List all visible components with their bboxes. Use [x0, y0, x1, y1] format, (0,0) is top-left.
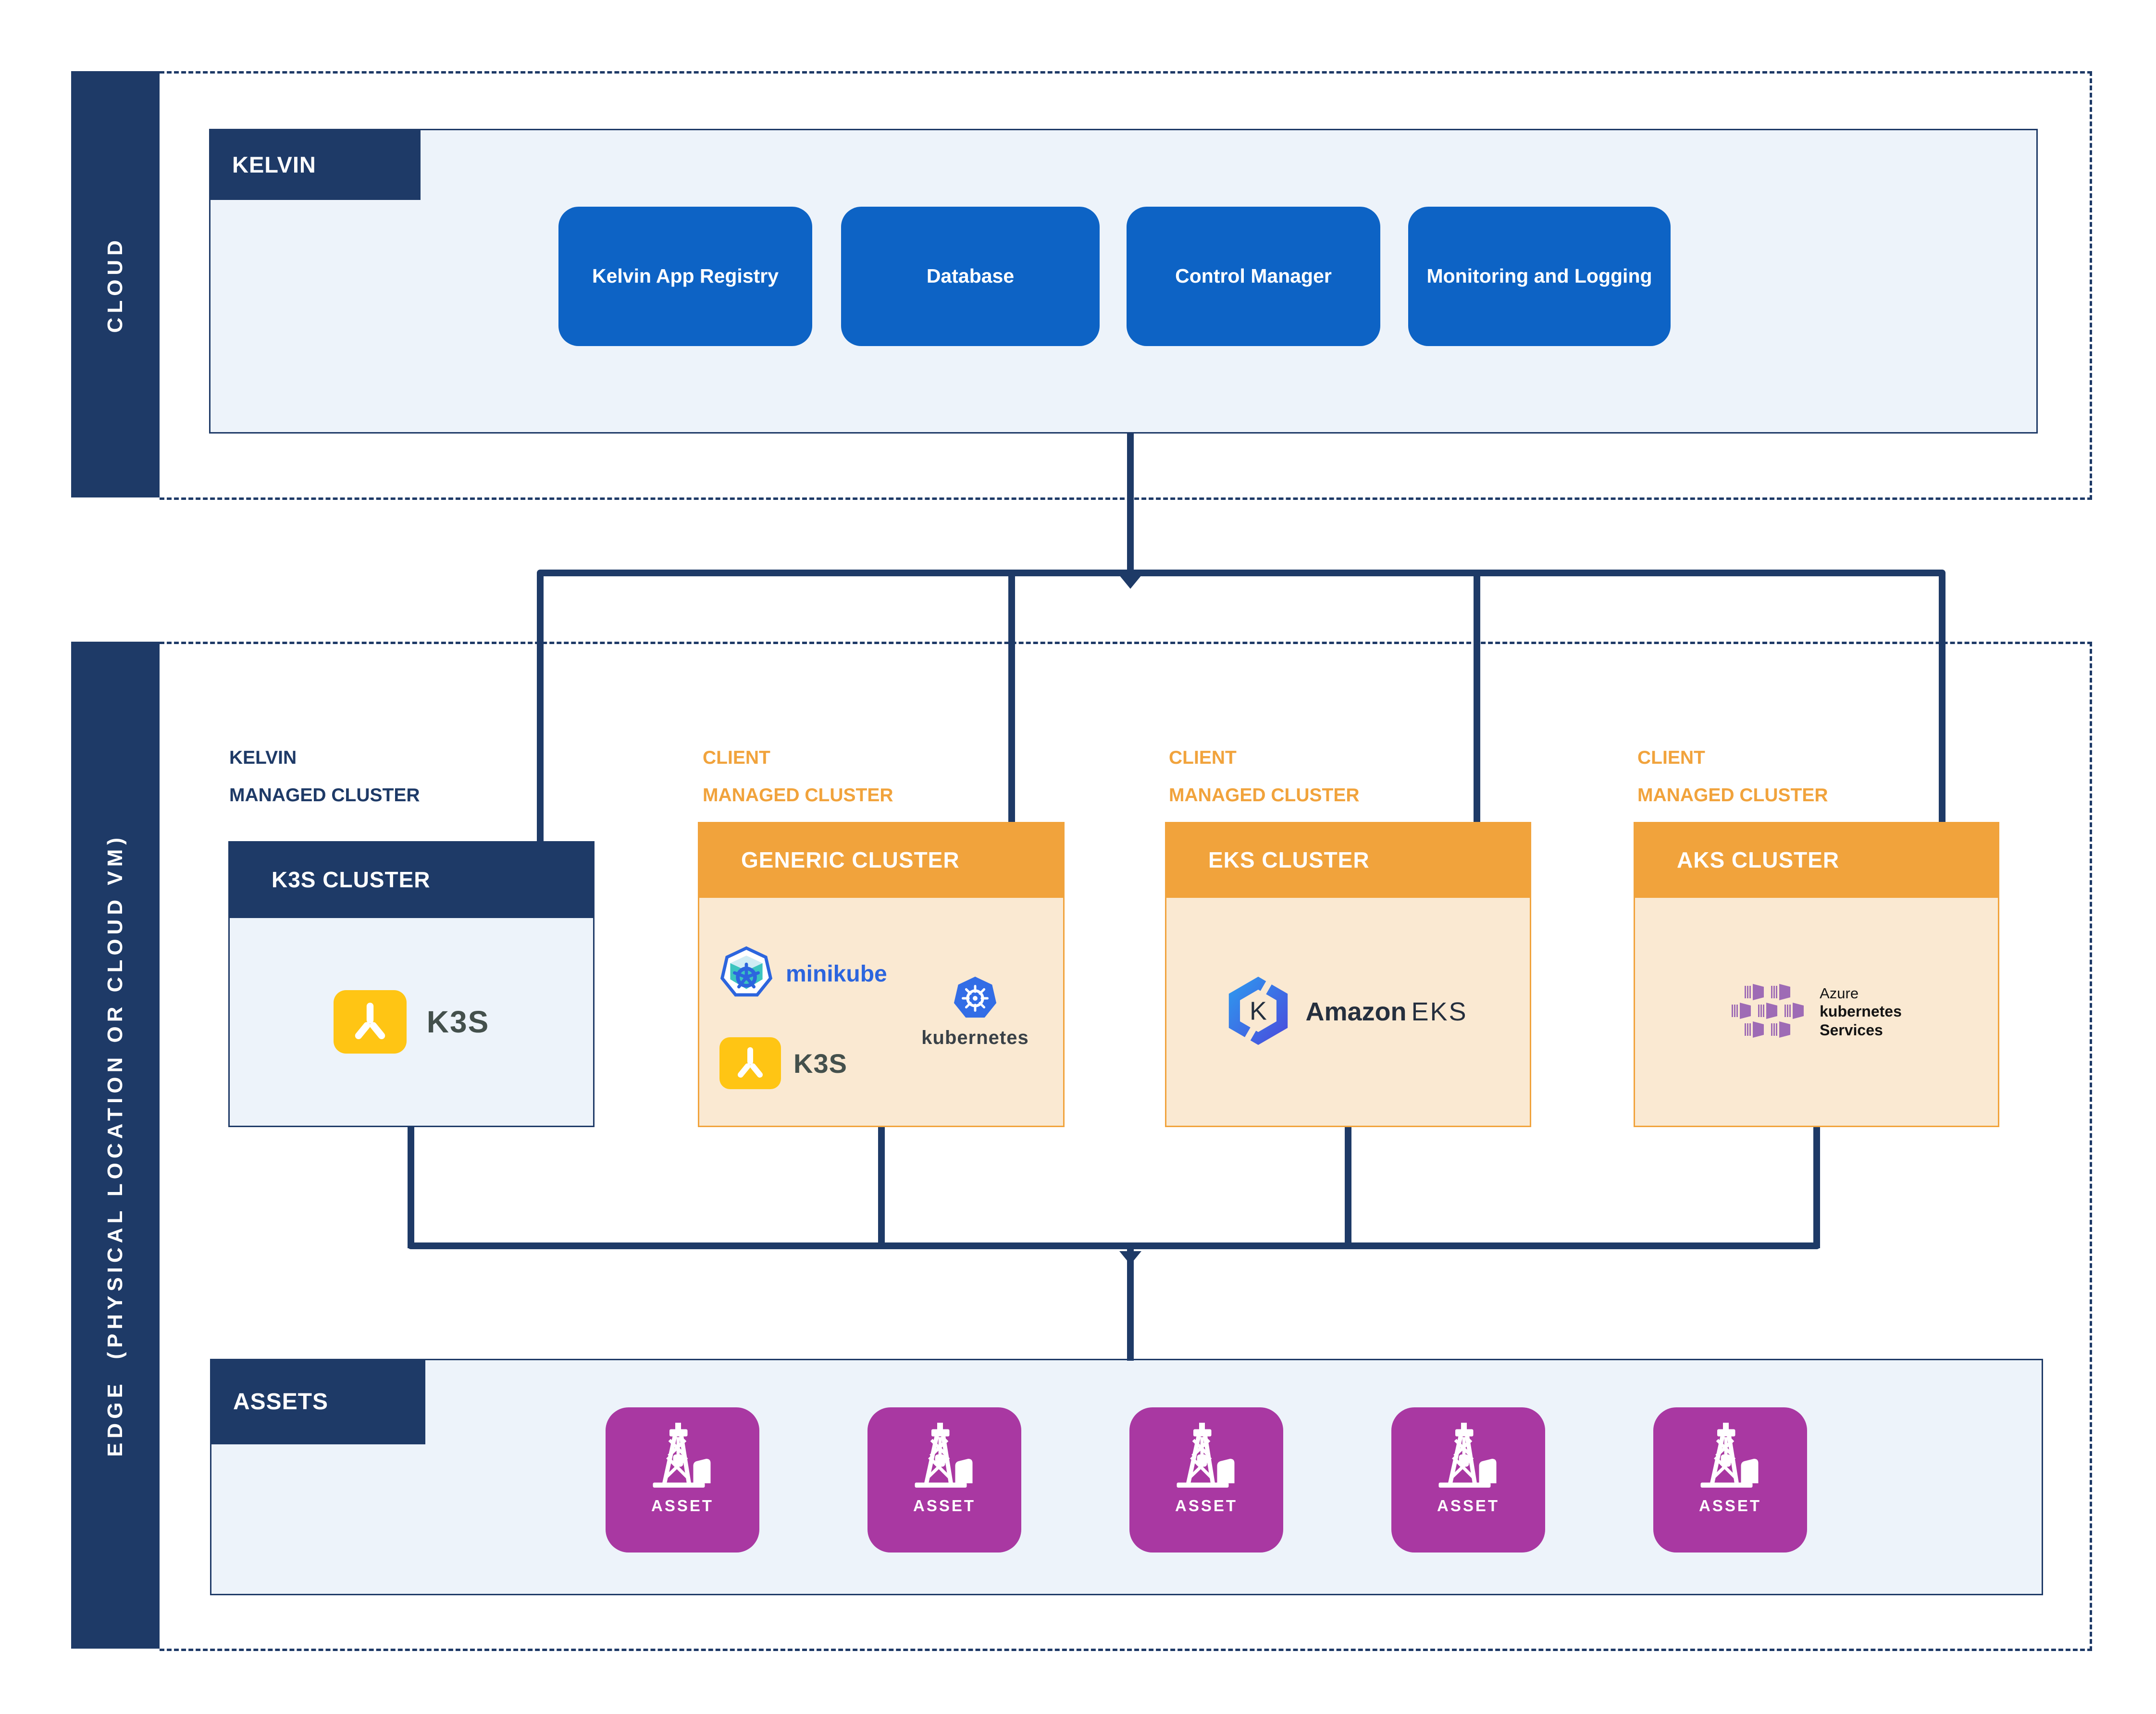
connector-bus-to-eks — [1474, 573, 1480, 824]
kubernetes-logo: kubernetes — [905, 975, 1045, 1049]
connector-upper-bus — [537, 570, 1945, 576]
asset-label: ASSET — [651, 1497, 714, 1515]
k3s-propeller-icon — [719, 1037, 781, 1089]
oil-derrick-icon — [915, 1423, 973, 1488]
azure-kubernetes-logo: Azure kubernetes Services — [1635, 898, 1998, 1126]
cloud-section-label: CLOUD — [103, 236, 127, 333]
asset-label: ASSET — [1698, 1497, 1762, 1515]
assets-panel-title: ASSETS — [210, 1359, 425, 1444]
aks-cluster-box: AKS CLUSTER — [1634, 822, 1999, 1127]
asset-label: ASSET — [1437, 1497, 1500, 1515]
asset-tile: ASSET — [867, 1407, 1021, 1553]
generic-cluster-title: GENERIC CLUSTER — [698, 822, 1065, 898]
client-managed-cluster-label: CLIENT MANAGED CLUSTER — [1637, 747, 1828, 806]
monitoring-logging-node: Monitoring and Logging — [1408, 207, 1671, 346]
minikube-logo: minikube — [719, 946, 887, 1002]
asset-label: ASSET — [1175, 1497, 1238, 1515]
edge-dashed-border — [160, 642, 2092, 1651]
connector-kelvin-to-bus — [1127, 432, 1134, 573]
arrow-down-icon — [1119, 1251, 1141, 1265]
eks-cluster-box: EKS CLUSTER — [1165, 822, 1531, 1127]
k3s-cluster-box: K3S CLUSTER K3S — [228, 841, 595, 1127]
connector-eks-to-lower-bus — [1345, 1125, 1351, 1248]
oil-derrick-icon — [1177, 1423, 1235, 1488]
edge-section-label: EDGE (PHYSICAL LOCATION OR CLOUD VM) — [103, 833, 127, 1457]
kelvin-app-registry-node: Kelvin App Registry — [558, 207, 812, 346]
eks-cluster-title: EKS CLUSTER — [1165, 822, 1531, 898]
connector-bus-to-assets — [1127, 1248, 1134, 1361]
client-managed-cluster-label: CLIENT MANAGED CLUSTER — [1169, 747, 1360, 806]
kelvin-panel-title: KELVIN — [209, 129, 421, 200]
connector-bus-to-generic — [1008, 573, 1015, 824]
kubernetes-logo-text: kubernetes — [921, 1027, 1029, 1048]
k3s-propeller-icon — [333, 990, 407, 1054]
connector-bus-to-k3s — [537, 573, 544, 843]
cloud-section-bar: CLOUD — [71, 71, 160, 497]
asset-tile: ASSET — [606, 1407, 759, 1553]
oil-derrick-icon — [1438, 1423, 1497, 1488]
connector-lower-bus — [408, 1242, 1820, 1249]
kubernetes-icon — [952, 976, 999, 1024]
connector-bus-to-aks — [1939, 573, 1945, 824]
amazon-eks-icon: K — [1228, 976, 1288, 1047]
connector-k3s-to-lower-bus — [408, 1125, 414, 1248]
k3s-logo-text: K3S — [426, 1005, 490, 1039]
asset-tile: ASSET — [1653, 1407, 1807, 1553]
asset-tile: ASSET — [1391, 1407, 1545, 1553]
minikube-logo-text: minikube — [786, 961, 887, 987]
azure-kubernetes-icon — [1731, 983, 1804, 1040]
aks-cluster-title: AKS CLUSTER — [1634, 822, 1999, 898]
control-manager-node: Control Manager — [1127, 207, 1380, 346]
connector-generic-to-lower-bus — [878, 1125, 885, 1248]
cloud-dashed-border — [160, 71, 2092, 500]
asset-tile: ASSET — [1129, 1407, 1283, 1553]
edge-section-bar: EDGE (PHYSICAL LOCATION OR CLOUD VM) — [71, 642, 160, 1649]
oil-derrick-icon — [1700, 1423, 1759, 1488]
asset-label: ASSET — [913, 1497, 976, 1515]
k3s-logo-small: K3S — [719, 1037, 847, 1089]
kelvin-panel — [209, 129, 2038, 434]
k3s-logo: K3S — [230, 918, 593, 1126]
database-node: Database — [841, 207, 1100, 346]
arrow-down-icon — [1119, 575, 1141, 589]
eks-logo-letter: K — [1250, 996, 1267, 1025]
k3s-logo-text: K3S — [793, 1048, 847, 1079]
minikube-icon — [719, 946, 773, 1002]
kelvin-managed-cluster-label: KELVIN MANAGED CLUSTER — [229, 747, 420, 806]
connector-aks-to-lower-bus — [1813, 1125, 1820, 1248]
azure-kubernetes-logo-text: Azure kubernetes Services — [1820, 985, 1902, 1039]
generic-cluster-box: GENERIC CLUSTER — [698, 822, 1065, 1127]
k3s-cluster-title: K3S CLUSTER — [228, 841, 595, 918]
oil-derrick-icon — [653, 1423, 711, 1488]
client-managed-cluster-label: CLIENT MANAGED CLUSTER — [703, 747, 893, 806]
